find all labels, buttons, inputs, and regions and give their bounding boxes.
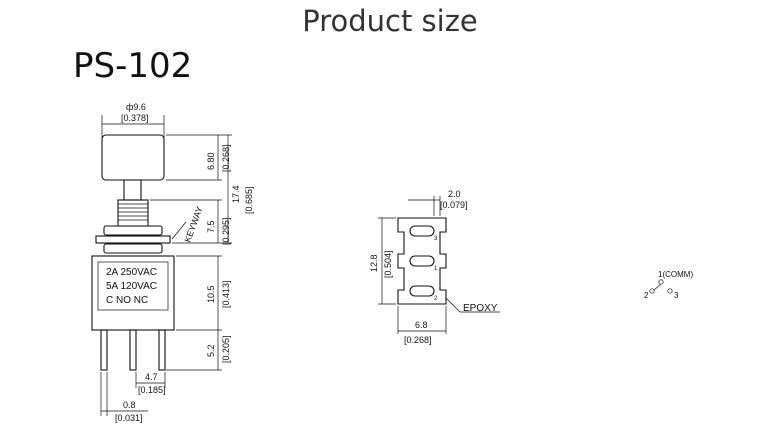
bushing-height-inch-label: [0.295] <box>221 217 231 245</box>
terminal-right <box>158 329 166 371</box>
pin-schematic: 1(COMM) 2 3 <box>644 270 693 300</box>
base-outline <box>397 217 447 305</box>
length-inch-label: [0.504] <box>383 250 393 278</box>
model-label: PS-102 <box>73 46 193 86</box>
pin1-label: 1(COMM) <box>658 270 693 279</box>
rating-line-2: 5A 120VAC <box>106 281 157 292</box>
epoxy-label: EPOXY <box>463 303 498 314</box>
terminal-left <box>100 329 108 371</box>
keyway-label: KEYWAY <box>182 205 204 244</box>
rating-line-1: 2A 250VAC <box>106 267 157 278</box>
length-label: 12.8 <box>369 254 379 272</box>
rating-panel <box>97 261 169 311</box>
bottom-view: 2.0 [0.079] 3 1 2 12.8 [0.504] 6.8 [0.26… <box>369 189 500 345</box>
slot-bottom <box>409 285 435 297</box>
width-label: 6.8 <box>415 320 428 330</box>
slot-top <box>409 225 435 237</box>
rating-line-3: C NO NC <box>106 295 148 306</box>
pin-pitch-label: 4.7 <box>145 372 158 382</box>
terminal-center <box>129 329 137 371</box>
cap-height-inch-label: [0.268] <box>221 144 231 172</box>
pin-width-label: 0.8 <box>123 400 136 410</box>
svg-text:3: 3 <box>434 236 438 242</box>
page-title: Product size <box>302 4 478 38</box>
threaded-bushing <box>117 199 149 227</box>
width-inch-label: [0.268] <box>404 335 432 345</box>
bushing-height-label: 7.5 <box>206 220 216 233</box>
total-height-inch-label: [0.685] <box>244 186 254 214</box>
slot-width-inch-label: [0.079] <box>440 200 468 210</box>
cap-height-label: 6.80 <box>206 152 216 170</box>
pin2-label: 2 <box>644 291 649 300</box>
total-height-label: 17.4 <box>231 185 241 203</box>
side-view: ф9.6 [0.378] KEYWAY 2A 250VAC 5A 120VAC … <box>91 102 254 423</box>
pin3-circle <box>667 288 673 294</box>
terminal-length-inch-label: [0.205] <box>221 335 231 363</box>
body-height-inch-label: [0.413] <box>221 280 231 308</box>
cap-diameter-label: ф9.6 <box>126 102 146 112</box>
svg-text:1: 1 <box>434 266 438 272</box>
pin-pitch-inch-label: [0.185] <box>138 385 166 395</box>
hex-nut <box>103 225 163 236</box>
pin-width-inch-label: [0.031] <box>115 413 143 423</box>
lock-nut <box>103 243 163 254</box>
pin2-circle <box>649 288 655 294</box>
slot-width-label: 2.0 <box>448 189 461 199</box>
slot-middle <box>409 255 435 267</box>
button-cap <box>101 134 165 181</box>
pin3-label: 3 <box>674 291 679 300</box>
cap-diameter-inch-label: [0.378] <box>121 113 149 123</box>
body-height-label: 10.5 <box>206 285 216 303</box>
plunger-shaft <box>123 179 142 201</box>
washer <box>95 235 171 244</box>
svg-text:2: 2 <box>434 296 438 302</box>
terminal-length-label: 5.2 <box>206 344 216 357</box>
pin1-circle <box>658 279 664 285</box>
